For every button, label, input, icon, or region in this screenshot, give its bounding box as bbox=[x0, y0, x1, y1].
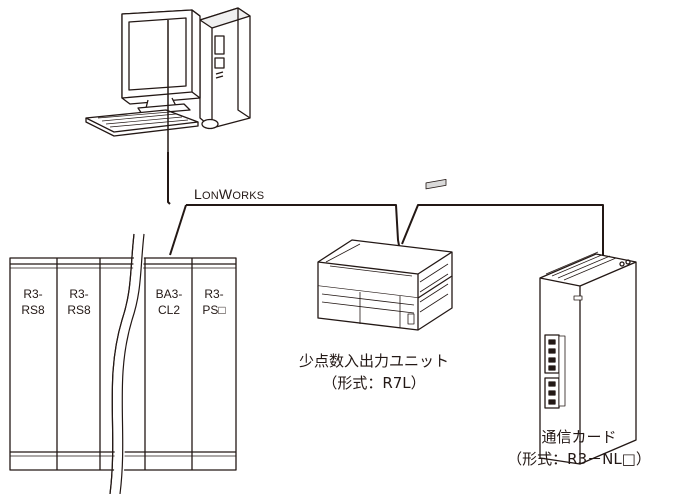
card-caption-line2: （形式：R3－NL□） bbox=[507, 450, 651, 468]
io-unit-caption-line2: （形式：R7L） bbox=[322, 374, 426, 392]
rack-module-1: R3- RS8 bbox=[13, 286, 53, 318]
rack-module-1-line1: R3- bbox=[23, 287, 43, 301]
lonworks-label-on: ON bbox=[202, 190, 219, 202]
lonworks-label-w: W bbox=[218, 186, 233, 202]
rack-module-1-line2: RS8 bbox=[21, 303, 45, 317]
rack-module-3: BA3- CL2 bbox=[148, 286, 190, 318]
rack-icon bbox=[9, 233, 237, 494]
lonworks-label: LONWORKS bbox=[194, 186, 264, 202]
io-unit-caption: 少点数入出力ユニット （形式：R7L） bbox=[286, 350, 462, 394]
rack-module-3-line2: CL2 bbox=[157, 303, 180, 317]
rack-module-3-line1: BA3- bbox=[155, 287, 183, 301]
io-unit-icon bbox=[317, 178, 453, 331]
io-unit-caption-line1: 少点数入出力ユニット bbox=[298, 352, 449, 370]
lonworks-label-orks: ORKS bbox=[232, 190, 265, 202]
card-caption: 通信カード （形式：R3－NL□） bbox=[484, 426, 674, 470]
rack-module-2-line1: R3- bbox=[69, 287, 89, 301]
rack-module-4-line2: PS□ bbox=[202, 303, 226, 317]
card-caption-line1: 通信カード bbox=[541, 428, 617, 446]
lonworks-label-l: L bbox=[194, 186, 202, 202]
rack-module-4: R3- PS□ bbox=[194, 286, 234, 318]
communication-card-icon bbox=[539, 251, 637, 465]
rack-module-2-line2: RS8 bbox=[67, 303, 91, 317]
rack-module-2: R3- RS8 bbox=[59, 286, 99, 318]
rack-module-4-line1: R3- bbox=[204, 287, 224, 301]
